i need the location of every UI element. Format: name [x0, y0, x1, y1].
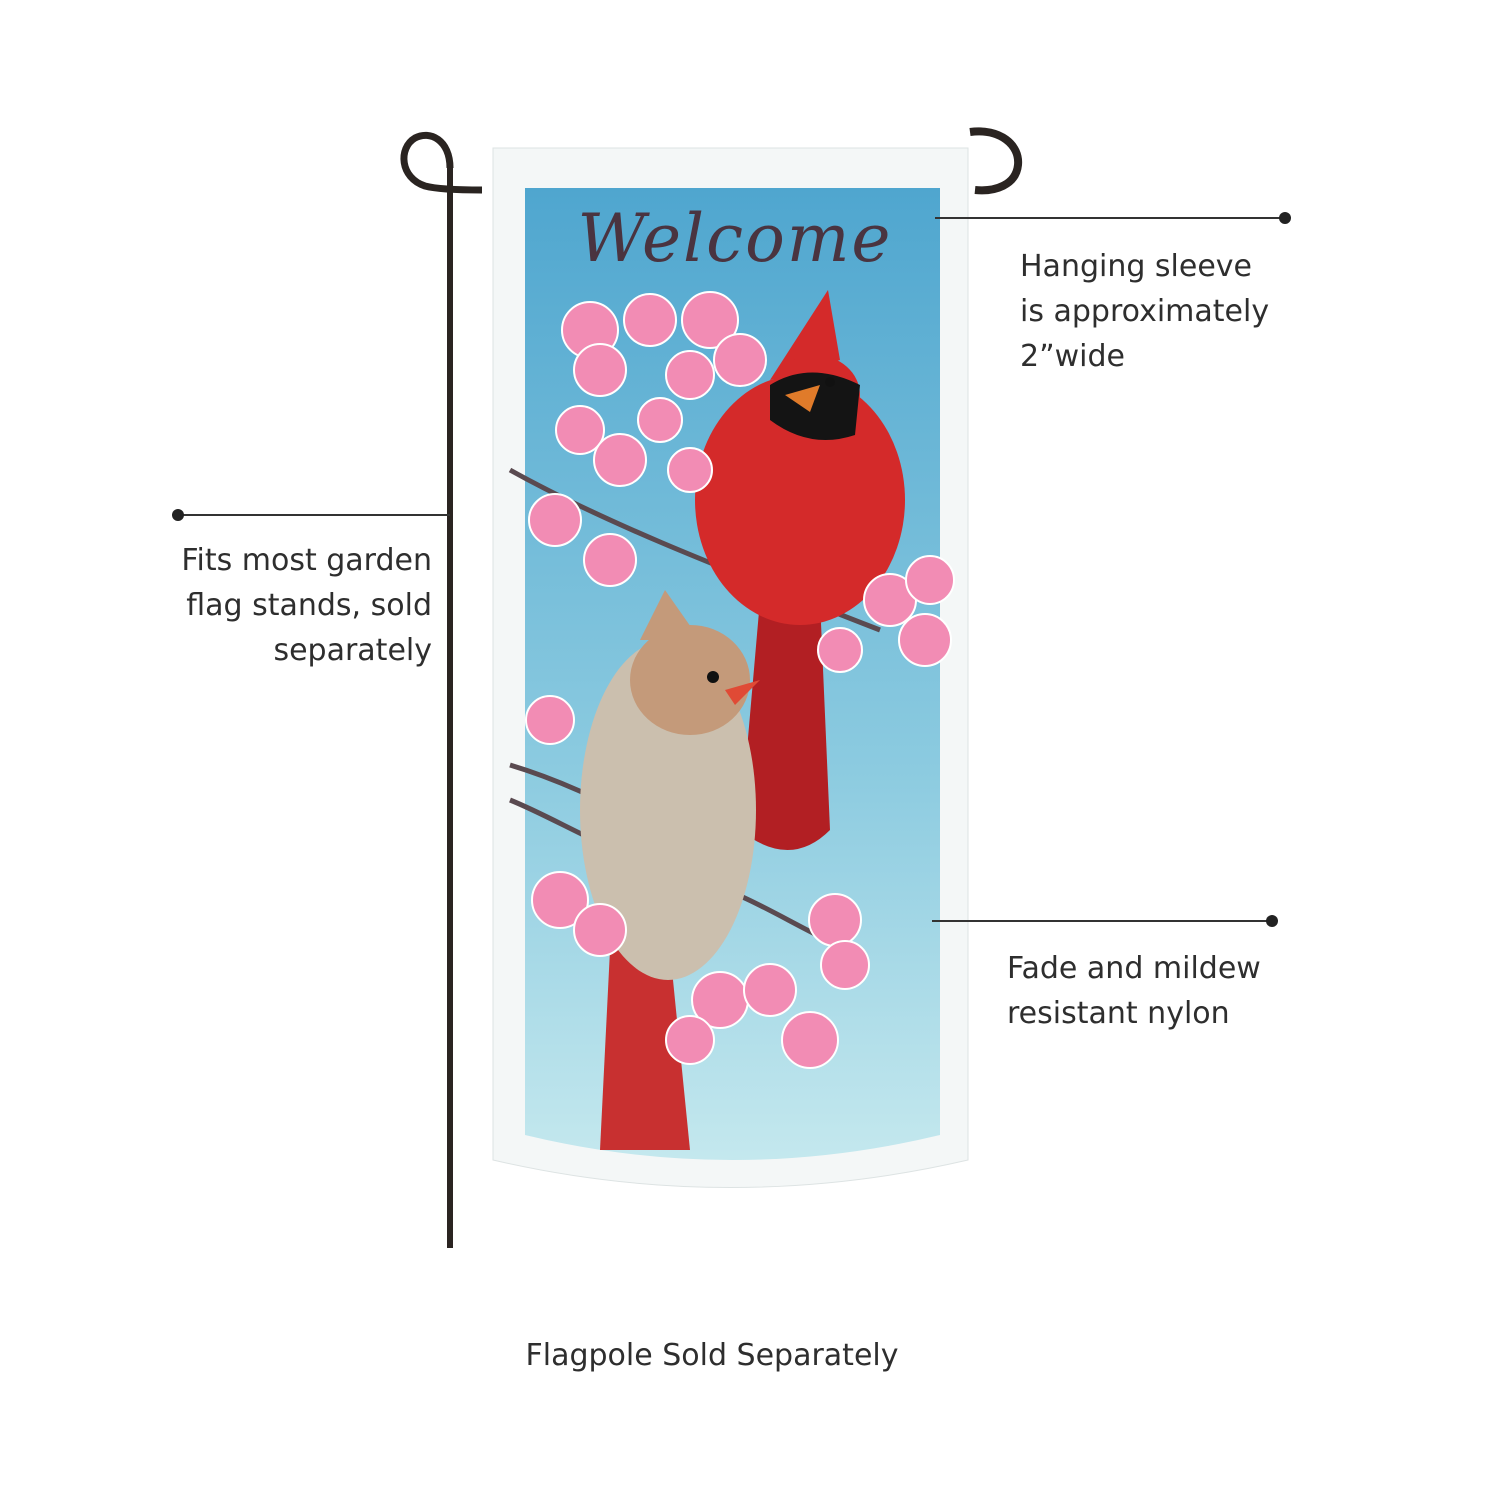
flagpole-caption: Flagpole Sold Separately — [525, 1338, 899, 1373]
sleeve-callout: Hanging sleeve is approximately 2”wide — [1020, 244, 1269, 379]
callout-line-text: resistant nylon — [1007, 996, 1230, 1031]
female-cardinal — [580, 590, 760, 1150]
male-cardinal — [695, 290, 905, 850]
material-callout: Fade and mildew resistant nylon — [1007, 946, 1261, 1036]
callout-line-text: is approximately — [1020, 294, 1270, 329]
callout-dots — [172, 212, 1291, 927]
callout-line-text: Fade and mildew — [1007, 951, 1261, 986]
callout-line-text: 2”wide — [1020, 339, 1125, 374]
callout-line-text: Hanging sleeve — [1020, 249, 1253, 284]
flag-stand-pole — [400, 127, 1023, 1248]
stand-callout: Fits most garden flag stands, sold separ… — [181, 538, 432, 673]
callout-line-text: Fits most garden — [181, 543, 432, 578]
callout-line-text: separately — [273, 633, 432, 668]
cherry-blossoms — [525, 291, 955, 1069]
welcome-text: Welcome — [577, 200, 893, 277]
callout-lines — [178, 217, 1285, 922]
callout-line-text: flag stands, sold — [186, 588, 432, 623]
